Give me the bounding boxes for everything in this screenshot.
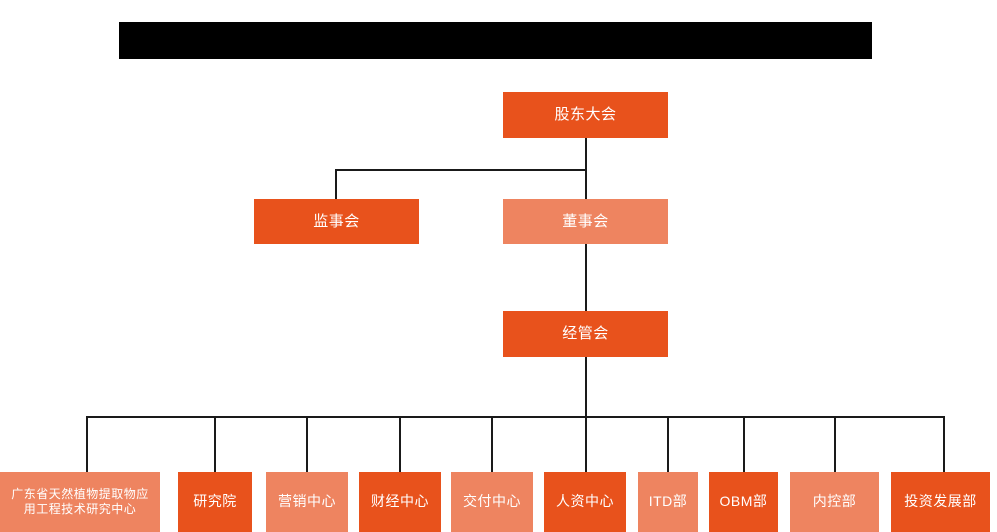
connector-drop-internal-control bbox=[834, 416, 836, 472]
connector-shareholders-stem bbox=[585, 138, 587, 171]
node-research-institute[interactable]: 研究院 bbox=[178, 472, 252, 532]
node-label: 财经中心 bbox=[371, 493, 429, 510]
connector-management-stem bbox=[585, 357, 587, 417]
node-label: 营销中心 bbox=[278, 493, 336, 510]
node-obm-department[interactable]: OBM部 bbox=[709, 472, 778, 532]
connector-drop-finance-center bbox=[399, 416, 401, 472]
node-research-center[interactable]: 广东省天然植物提取物应 用工程技术研究中心 bbox=[0, 472, 160, 532]
node-label: 内控部 bbox=[812, 493, 857, 510]
connector-drop-investment-development bbox=[943, 416, 945, 472]
redacted-title-bar bbox=[119, 22, 872, 59]
connector-drop-marketing-center bbox=[306, 416, 308, 472]
connector-level2-bus bbox=[335, 169, 587, 171]
connector-drop-research-institute bbox=[214, 416, 216, 472]
node-label: 董事会 bbox=[562, 212, 609, 230]
node-label: 监事会 bbox=[313, 212, 360, 230]
node-label: 经管会 bbox=[562, 325, 609, 343]
node-marketing-center[interactable]: 营销中心 bbox=[266, 472, 348, 532]
node-itd-department[interactable]: ITD部 bbox=[638, 472, 698, 532]
connector-directors-drop bbox=[585, 169, 587, 200]
connector-drop-hr-center bbox=[585, 416, 587, 472]
node-label: 研究院 bbox=[193, 493, 237, 510]
connector-drop-delivery-center bbox=[491, 416, 493, 472]
node-label: OBM部 bbox=[719, 493, 768, 510]
connector-drop-research-center bbox=[86, 416, 88, 472]
connector-supervisors-drop bbox=[335, 169, 337, 200]
node-internal-control-department[interactable]: 内控部 bbox=[790, 472, 879, 532]
node-delivery-center[interactable]: 交付中心 bbox=[451, 472, 533, 532]
node-label: 投资发展部 bbox=[904, 493, 977, 510]
connector-drop-itd-department bbox=[667, 416, 669, 472]
node-label: 股东大会 bbox=[554, 106, 617, 124]
node-label: 人资中心 bbox=[556, 493, 614, 510]
connector-directors-to-management bbox=[585, 243, 587, 311]
node-finance-center[interactable]: 财经中心 bbox=[359, 472, 441, 532]
connector-level4-bus bbox=[86, 416, 945, 418]
connector-drop-obm-department bbox=[743, 416, 745, 472]
node-board-of-supervisors[interactable]: 监事会 bbox=[254, 199, 419, 244]
node-label: 交付中心 bbox=[463, 493, 521, 510]
node-investment-development-department[interactable]: 投资发展部 bbox=[891, 472, 990, 532]
node-management-committee[interactable]: 经管会 bbox=[503, 311, 668, 357]
node-shareholders-meeting[interactable]: 股东大会 bbox=[503, 92, 668, 138]
node-label: ITD部 bbox=[648, 493, 688, 510]
node-board-of-directors[interactable]: 董事会 bbox=[503, 199, 668, 244]
node-label: 广东省天然植物提取物应 用工程技术研究中心 bbox=[11, 486, 149, 516]
node-hr-center[interactable]: 人资中心 bbox=[544, 472, 626, 532]
